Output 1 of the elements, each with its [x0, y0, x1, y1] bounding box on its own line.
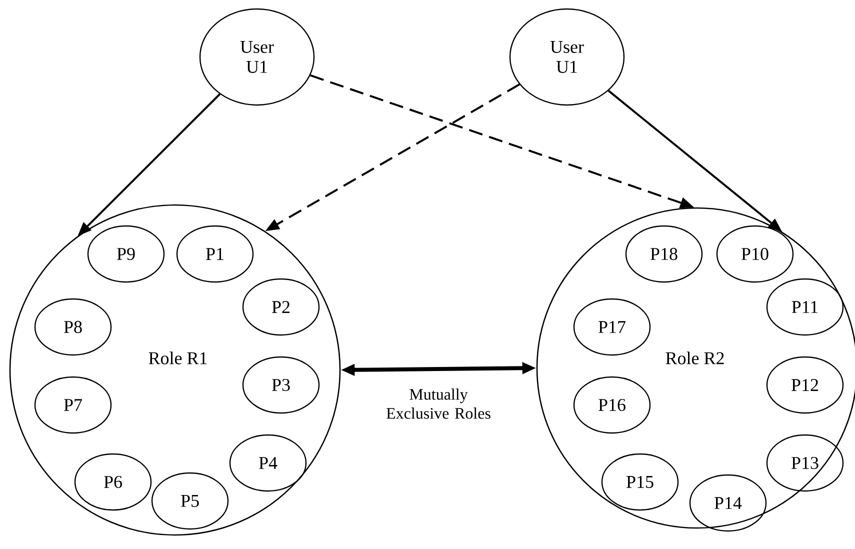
edge-label: Mutually Exclusive Roles: [386, 388, 490, 419]
